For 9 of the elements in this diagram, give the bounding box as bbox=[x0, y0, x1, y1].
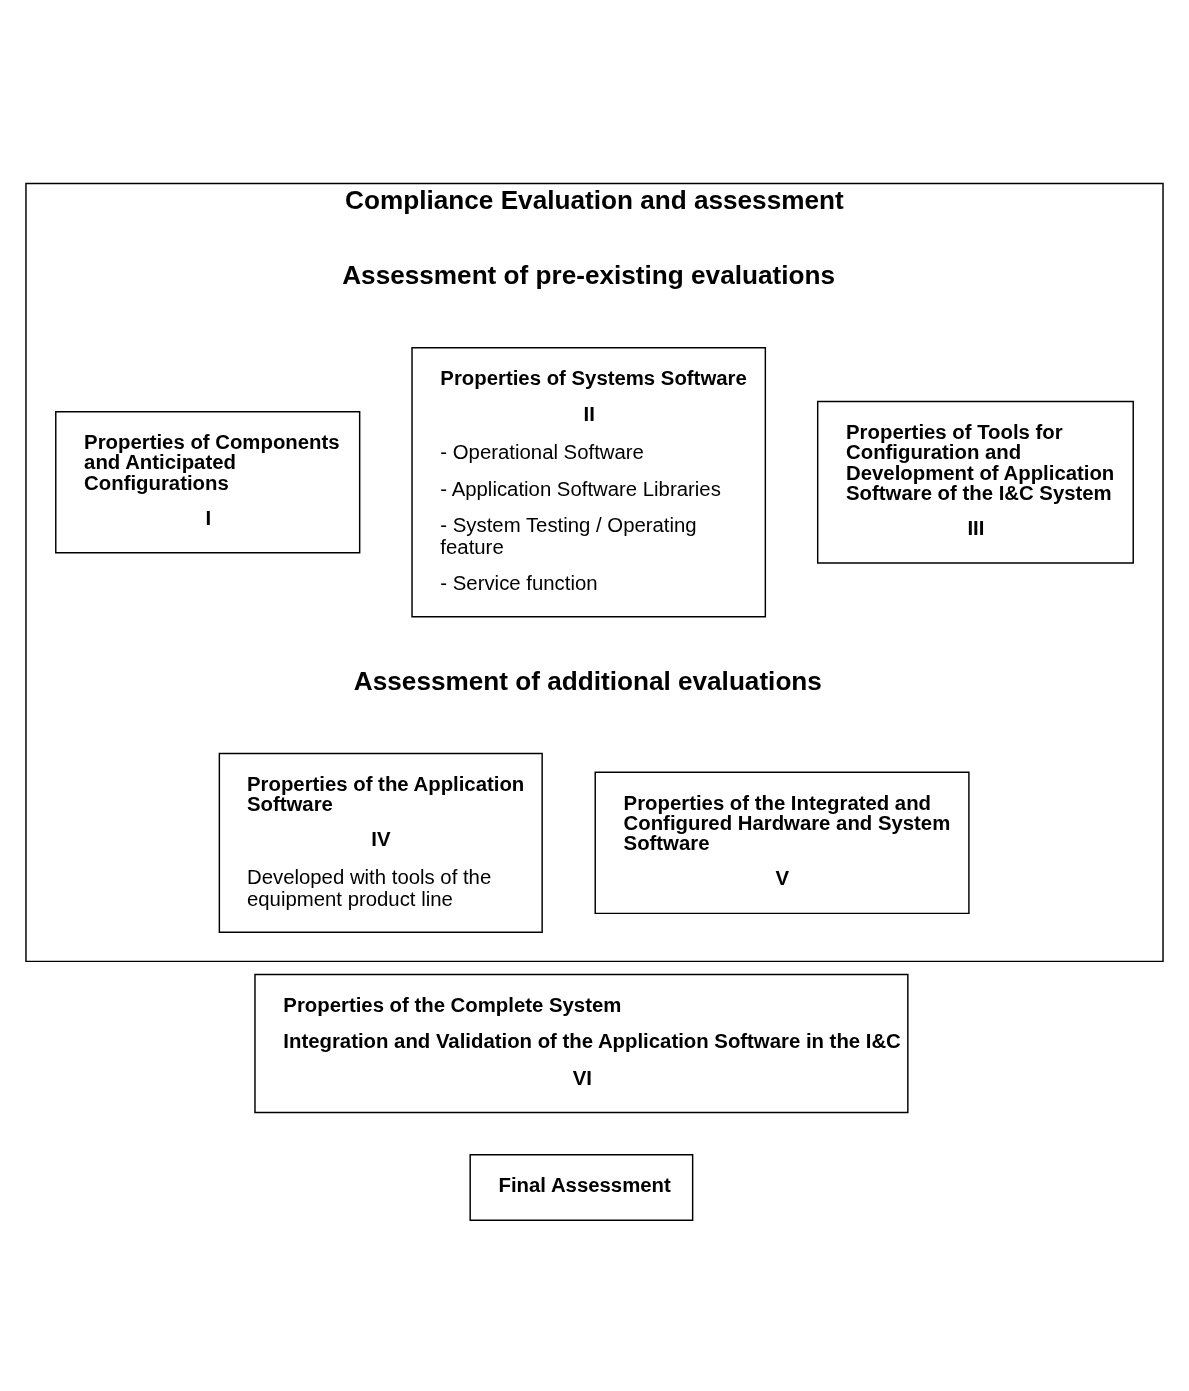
node-box: Properties of the Application Software IV Developed with tools of the equipment product line bbox=[218, 752, 543, 933]
node-box: Properties of the Complete System Integration and Validation of the Application Software in the I&C VI bbox=[254, 973, 909, 1113]
label: Assessment of pre-existing evaluations bbox=[342, 259, 835, 290]
label: Assessment of additional evaluations bbox=[353, 665, 822, 696]
node-box: Final Assessment bbox=[469, 1153, 694, 1221]
node-box: Properties of Systems Software II - Operational Software - Application Software Libraries - System Testing / Operating feature - Service function bbox=[411, 346, 767, 617]
node-box: Properties of Components and Anticipated Configurations I bbox=[55, 410, 361, 553]
node-box: Properties of Tools for Configuration and Development of Application Software of the I&C System III bbox=[816, 400, 1134, 564]
node-box: Properties of the Integrated and Configured Hardware and System Software V bbox=[594, 771, 970, 914]
